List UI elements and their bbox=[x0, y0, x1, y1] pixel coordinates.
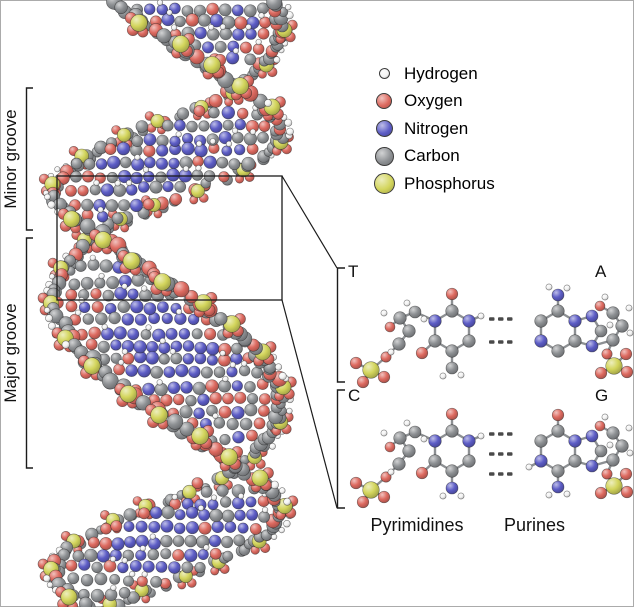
major-groove-bracket bbox=[25, 237, 33, 469]
connector-line-bottom bbox=[281, 299, 338, 509]
swatch-column bbox=[371, 173, 397, 195]
base-pair-detail-CG bbox=[349, 407, 634, 509]
base-letter-guanine: G bbox=[595, 386, 609, 405]
hydrogen-bond-dash bbox=[498, 452, 504, 456]
connector-line-top bbox=[281, 175, 338, 269]
oxygen-atom-icon bbox=[376, 93, 392, 110]
base-letter-thymine: T bbox=[348, 262, 359, 281]
legend-item-phosphorus: Phosphorus bbox=[371, 170, 495, 198]
swatch-column bbox=[371, 146, 397, 166]
purines-label: Purines bbox=[503, 515, 566, 535]
base-letter-adenine: A bbox=[595, 262, 607, 281]
minor-groove-label: Minor groove bbox=[1, 109, 20, 209]
hydrogen-atom-icon bbox=[378, 68, 390, 80]
legend-item-oxygen: Oxygen bbox=[371, 88, 495, 116]
legend-label-nitrogen: Nitrogen bbox=[404, 118, 469, 138]
legend-item-hydrogen: Hydrogen bbox=[371, 60, 495, 88]
legend-label-phosphorus: Phosphorus bbox=[404, 173, 495, 193]
hydrogen-bond-dash bbox=[507, 472, 513, 476]
hydrogen-bond-dash bbox=[489, 432, 495, 436]
legend-item-carbon: Carbon bbox=[371, 143, 495, 171]
minor-groove-bracket bbox=[25, 87, 33, 231]
legend-label-hydrogen: Hydrogen bbox=[404, 63, 478, 83]
hydrogen-bond-dash bbox=[507, 317, 513, 321]
hydrogen-bond-dash bbox=[498, 432, 504, 436]
hydrogen-bond-dash bbox=[498, 340, 504, 344]
atom-color-legend: Hydrogen Oxygen Nitrogen Carbon Phosphor… bbox=[371, 60, 495, 198]
hydrogen-bond-dash bbox=[507, 452, 513, 456]
major-groove-label: Major groove bbox=[1, 303, 20, 403]
dna-helix-model bbox=[37, 0, 299, 607]
base-letter-cytosine: C bbox=[348, 386, 361, 405]
carbon-atom-icon bbox=[374, 146, 394, 166]
hydrogen-bond-dash bbox=[489, 340, 495, 344]
legend-item-nitrogen: Nitrogen bbox=[371, 115, 495, 143]
hydrogen-bond-dash bbox=[498, 472, 504, 476]
legend-label-oxygen: Oxygen bbox=[404, 91, 463, 111]
nitrogen-atom-icon bbox=[375, 120, 393, 138]
ta-pair-bracket bbox=[336, 267, 345, 383]
phosphorus-atom-icon bbox=[373, 173, 395, 195]
swatch-column bbox=[371, 120, 397, 138]
hydrogen-bond-dash bbox=[507, 432, 513, 436]
cg-pair-bracket bbox=[336, 389, 345, 509]
hydrogen-bond-dash bbox=[489, 317, 495, 321]
selection-rectangle bbox=[56, 175, 283, 301]
hydrogen-bond-dash bbox=[489, 452, 495, 456]
swatch-column bbox=[371, 68, 397, 80]
hydrogen-bond-dash bbox=[498, 317, 504, 321]
pyrimidines-label: Pyrimidines bbox=[370, 515, 464, 535]
legend-label-carbon: Carbon bbox=[404, 146, 460, 166]
swatch-column bbox=[371, 93, 397, 110]
base-pair-detail-TA bbox=[349, 283, 634, 389]
annotation-overlay bbox=[25, 87, 345, 509]
hydrogen-bond-dash bbox=[489, 472, 495, 476]
hydrogen-bond-dash bbox=[507, 340, 513, 344]
